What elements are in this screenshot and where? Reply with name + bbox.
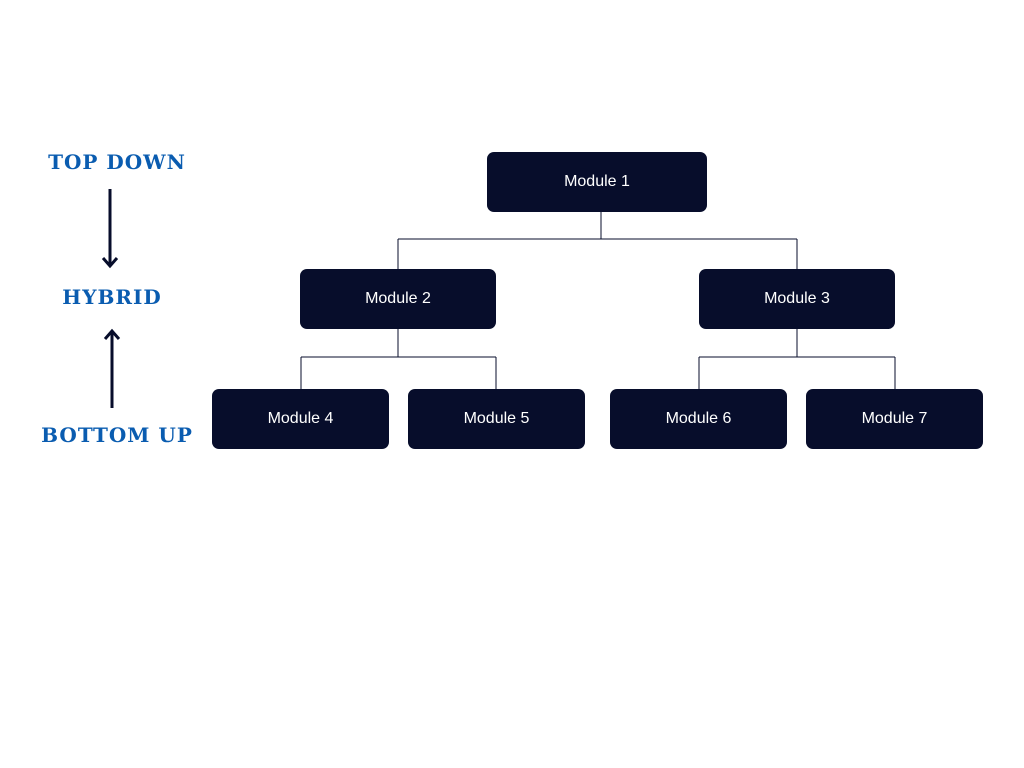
module-7-label: Module 7: [861, 410, 928, 427]
connector-m3-children: [698, 328, 896, 389]
module-4-box: Module 4: [212, 389, 389, 449]
module-1-box: Module 1: [487, 152, 707, 212]
module-2-label: Module 2: [365, 290, 431, 307]
module-6-box: Module 6: [610, 389, 787, 449]
connector-m1-children: [397, 211, 798, 269]
connector-m2-children: [300, 328, 497, 389]
module-5-label: Module 5: [463, 410, 530, 427]
bottom-up-label: BOTTOM UP: [41, 423, 193, 447]
up-arrow-icon: [103, 328, 121, 408]
module-4-label: Module 4: [267, 410, 334, 427]
module-2-box: Module 2: [300, 269, 496, 329]
module-5-box: Module 5: [408, 389, 585, 449]
hybrid-label: HYBRID: [62, 285, 162, 309]
module-6-label: Module 6: [665, 410, 732, 427]
module-3-label: Module 3: [764, 290, 830, 307]
module-3-box: Module 3: [699, 269, 895, 329]
module-1-label: Module 1: [564, 173, 630, 190]
top-down-label: TOP DOWN: [48, 150, 186, 174]
module-7-box: Module 7: [806, 389, 983, 449]
down-arrow-icon: [101, 189, 119, 269]
